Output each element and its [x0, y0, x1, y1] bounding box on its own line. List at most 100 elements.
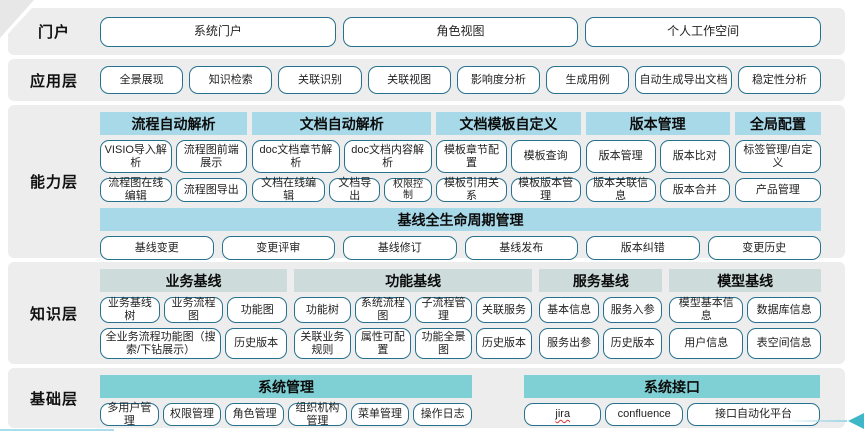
node-tag-mgmt-custom: 标签管理/自定义 — [734, 140, 822, 173]
foundation-content: 系统管理 多用户管理 权限管理 角色管理 组织机构管理 菜单管理 操作日志 系统… — [100, 368, 821, 428]
node-version-mgmt: 版本管理 — [585, 140, 656, 173]
group-process-auto-parse: 流程自动解析 VISIO导入解析 流程图前端展示 流程图在线编辑 流程图导出 — [100, 112, 248, 202]
application-buttons: 全景展现 知识检索 关联识别 关联视图 影响度分析 生成用例 自动生成导出文档 … — [100, 59, 822, 101]
foundation-groups: 系统管理 多用户管理 权限管理 角色管理 组织机构管理 菜单管理 操作日志 系统… — [100, 375, 821, 427]
group-header: 业务基线 — [100, 269, 288, 292]
node-history-version: 历史版本 — [602, 328, 663, 359]
knowledge-content: 业务基线 业务基线树 业务流程图 功能图 全业务流程功能图（搜索/下钻展示） 历… — [100, 262, 821, 364]
node-flowchart-frontend: 流程图前端展示 — [175, 140, 248, 173]
node-full-business-flow-map: 全业务流程功能图（搜索/下钻展示） — [100, 328, 222, 359]
layer-label-application: 应用层 — [29, 72, 78, 90]
baseline-buttons: 基线变更 变更评审 基线修订 基线发布 版本纠错 变更历史 — [100, 236, 821, 260]
capability-groups: 流程自动解析 VISIO导入解析 流程图前端展示 流程图在线编辑 流程图导出 文… — [100, 112, 822, 202]
layer-label-portal: 门户 — [37, 24, 70, 41]
node-permission-mgmt: 权限管理 — [162, 403, 222, 426]
group-function-baseline: 功能基线 功能树 系统流程图 子流程管理 关联服务 关联业务规则 属性可配置 功… — [294, 269, 533, 359]
node-baseline-change: 基线变更 — [100, 236, 214, 260]
layer-row-foundation: 基础层 系统管理 多用户管理 权限管理 角色管理 组织机构管理 菜单管理 操作日… — [8, 368, 845, 428]
node-impact-analysis: 影响度分析 — [456, 66, 540, 94]
group-header: 系统管理 — [100, 375, 472, 398]
node-function-panorama: 功能全景图 — [415, 328, 472, 359]
node-auto-export-doc: 自动生成导出文档 — [635, 66, 732, 94]
node-relation-view: 关联视图 — [367, 66, 451, 94]
group-header: 全局配置 — [734, 112, 822, 135]
node-version-merge: 版本合并 — [659, 178, 730, 202]
node-business-flowchart: 业务流程图 — [163, 297, 224, 323]
node-baseline-release: 基线发布 — [464, 236, 578, 260]
bottom-right-line-decoration — [785, 420, 847, 422]
capability-content: 流程自动解析 VISIO导入解析 流程图前端展示 流程图在线编辑 流程图导出 文… — [100, 105, 822, 260]
node-version-correction: 版本纠错 — [586, 236, 700, 260]
group-header: 系统接口 — [524, 375, 820, 398]
node-flowchart-online-edit: 流程图在线编辑 — [100, 177, 172, 202]
node-confluence: confluence — [605, 403, 683, 426]
node-related-services: 关联服务 — [475, 297, 533, 323]
node-personal-workspace: 个人工作空间 — [585, 16, 822, 47]
group-header: 模型基线 — [669, 269, 821, 292]
left-arrow-icon — [848, 413, 864, 429]
group-service-baseline: 服务基线 基本信息 服务入参 服务出参 历史版本 — [539, 269, 663, 359]
node-doc-content-parse: doc文档内容解析 — [343, 140, 432, 173]
group-header: 文档自动解析 — [252, 112, 432, 135]
layer-row-application: 应用层 全景展现 知识检索 关联识别 关联视图 影响度分析 生成用例 自动生成导… — [8, 59, 845, 101]
node-basic-info: 基本信息 — [539, 297, 599, 323]
layer-row-knowledge: 知识层 业务基线 业务基线树 业务流程图 功能图 全业务流程功能图（搜索/下钻展… — [8, 262, 845, 364]
layer-label-knowledge: 知识层 — [29, 305, 78, 323]
node-version-compare: 版本比对 — [659, 140, 730, 173]
node-knowledge-search: 知识检索 — [189, 66, 273, 94]
group-header: 功能基线 — [294, 269, 533, 292]
node-interface-automation-platform: 接口自动化平台 — [686, 403, 820, 426]
node-change-review: 变更评审 — [221, 236, 335, 260]
group-business-baseline: 业务基线 业务基线树 业务流程图 功能图 全业务流程功能图（搜索/下钻展示） 历… — [100, 269, 288, 359]
layer-label-capability: 能力层 — [29, 174, 78, 191]
group-header: 文档模板自定义 — [436, 112, 581, 135]
group-system-mgmt: 系统管理 多用户管理 权限管理 角色管理 组织机构管理 菜单管理 操作日志 — [100, 375, 473, 427]
node-role-view: 角色视图 — [342, 16, 579, 47]
node-operation-log: 操作日志 — [413, 403, 473, 426]
node-multiuser-mgmt: 多用户管理 — [100, 402, 159, 427]
node-product-mgmt: 产品管理 — [734, 178, 822, 202]
node-subprocess-mgmt: 子流程管理 — [415, 297, 472, 323]
node-version-relation-info: 版本关联信息 — [585, 177, 656, 202]
node-model-basic-info: 模型基本信息 — [669, 297, 744, 323]
group-doc-auto-parse: 文档自动解析 doc文档章节解析 doc文档内容解析 文档在线编辑 文档导出 权… — [252, 112, 432, 202]
jira-label: jira — [555, 408, 571, 421]
group-model-baseline: 模型基线 模型基本信息 数据库信息 用户信息 表空间信息 — [669, 269, 821, 359]
group-global-config: 全局配置 标签管理/自定义 产品管理 — [734, 112, 822, 202]
node-template-query: 模板查询 — [510, 140, 581, 173]
node-user-info: 用户信息 — [669, 328, 744, 359]
node-configurable-attrs: 属性可配置 — [354, 328, 412, 359]
node-role-mgmt: 角色管理 — [225, 403, 285, 426]
node-business-baseline-tree: 业务基线树 — [100, 297, 160, 323]
node-database-info: 数据库信息 — [747, 297, 821, 323]
node-system-portal: 系统门户 — [100, 16, 336, 47]
node-panorama-display: 全景展现 — [100, 66, 184, 94]
node-related-business-rules: 关联业务规则 — [294, 328, 351, 359]
baseline-lifecycle-header: 基线全生命周期管理 — [100, 208, 821, 231]
group-doc-template-custom: 文档模板自定义 模板章节配置 模板查询 模板引用关系 模板版本管理 — [436, 112, 581, 202]
node-doc-chapter-parse: doc文档章节解析 — [252, 140, 340, 173]
portal-buttons: 系统门户 角色视图 个人工作空间 — [100, 8, 822, 55]
node-relation-identify: 关联识别 — [278, 66, 362, 94]
group-header: 服务基线 — [539, 269, 663, 292]
bottom-left-line-decoration — [0, 429, 114, 431]
node-baseline-revise: 基线修订 — [343, 236, 457, 260]
group-system-interface: 系统接口 jira confluence 接口自动化平台 — [524, 375, 820, 426]
node-history-version: 历史版本 — [225, 328, 288, 359]
knowledge-groups: 业务基线 业务基线树 业务流程图 功能图 全业务流程功能图（搜索/下钻展示） 历… — [100, 269, 821, 359]
node-service-output-params: 服务出参 — [539, 328, 599, 359]
node-visio-import: VISIO导入解析 — [100, 140, 172, 173]
node-template-reference: 模板引用关系 — [436, 177, 507, 202]
group-header: 版本管理 — [585, 112, 730, 135]
node-service-input-params: 服务入参 — [602, 297, 663, 323]
node-stability-analysis: 稳定性分析 — [737, 66, 822, 94]
node-change-history: 变更历史 — [707, 236, 821, 260]
group-header: 流程自动解析 — [100, 112, 248, 135]
node-function-tree: 功能树 — [294, 297, 351, 323]
layer-row-portal: 门户 系统门户 角色视图 个人工作空间 — [8, 8, 845, 55]
layer-label-foundation: 基础层 — [29, 390, 78, 408]
node-function-diagram: 功能图 — [227, 297, 288, 323]
node-org-structure-mgmt: 组织机构管理 — [288, 402, 347, 427]
node-template-chapter-config: 模板章节配置 — [436, 140, 507, 173]
node-doc-online-edit: 文档在线编辑 — [252, 177, 326, 202]
